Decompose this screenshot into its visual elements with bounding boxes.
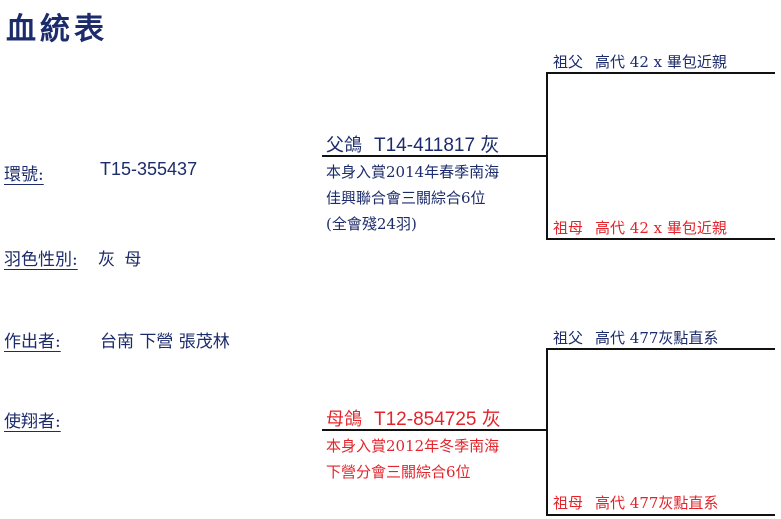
sire-notes: 本身入賞2014年春季南海 佳興聯合會三關綜合6位 (全會殘24羽): [326, 159, 499, 237]
sire-note-line: 本身入賞2014年春季南海: [326, 163, 500, 181]
color-sex-value: 灰 母: [98, 250, 144, 270]
dam-ring: T12-854725 灰: [374, 409, 501, 430]
granddam-role: 祖母: [553, 219, 584, 237]
dam-note-line: 下營分會三關綜合6位: [326, 463, 471, 481]
dam-bracket-vertical: [546, 348, 548, 516]
grandsire-role: 祖父: [553, 329, 584, 347]
grandsire-text: 高代 42 x 畢包近親: [595, 53, 727, 71]
sire-grandsire: 祖父高代 42 x 畢包近親: [553, 51, 727, 72]
sire-heading: 父鴿 T14-411817 灰: [326, 130, 499, 157]
dam-grandsire: 祖父高代 477灰點直系: [553, 327, 718, 348]
dam-notes: 本身入賞2012年冬季南海 下營分會三關綜合6位: [326, 433, 499, 485]
sire-note-line: 佳興聯合會三關綜合6位: [326, 189, 486, 207]
sire-bracket-vertical: [546, 72, 548, 240]
ring-label: 環號:: [4, 165, 44, 185]
granddam-text: 高代 42 x 畢包近親: [595, 219, 727, 237]
sire-title: 父鴿: [326, 135, 362, 156]
sire-ring: T14-411817 灰: [374, 135, 500, 156]
sire-note-line: (全會殘24羽): [326, 215, 417, 233]
flyer-label: 使翔者:: [4, 412, 61, 432]
grandsire-text: 高代 477灰點直系: [595, 329, 719, 347]
grandsire-line: [546, 72, 775, 74]
sire-connector-line: [322, 155, 548, 157]
dam-granddam: 祖母高代 477灰點直系: [553, 492, 718, 513]
page-title: 血統表: [6, 12, 108, 47]
dam-note-line: 本身入賞2012年冬季南海: [326, 437, 500, 455]
dam-title: 母鴿: [326, 409, 362, 430]
granddam-text: 高代 477灰點直系: [595, 494, 719, 512]
granddam-line: [546, 514, 775, 516]
grandsire-role: 祖父: [553, 53, 584, 71]
breeder-value: 台南 下營 張茂林: [100, 332, 230, 352]
breeder-label: 作出者:: [4, 332, 61, 352]
dam-heading: 母鴿 T12-854725 灰: [326, 404, 501, 431]
granddam-line: [546, 238, 775, 240]
ring-value: T15-355437: [100, 159, 198, 179]
granddam-role: 祖母: [553, 494, 584, 512]
grandsire-line: [546, 348, 775, 350]
sire-granddam: 祖母高代 42 x 畢包近親: [553, 217, 727, 238]
dam-connector-line: [322, 429, 548, 431]
color-sex-label: 羽色性別:: [4, 250, 78, 270]
